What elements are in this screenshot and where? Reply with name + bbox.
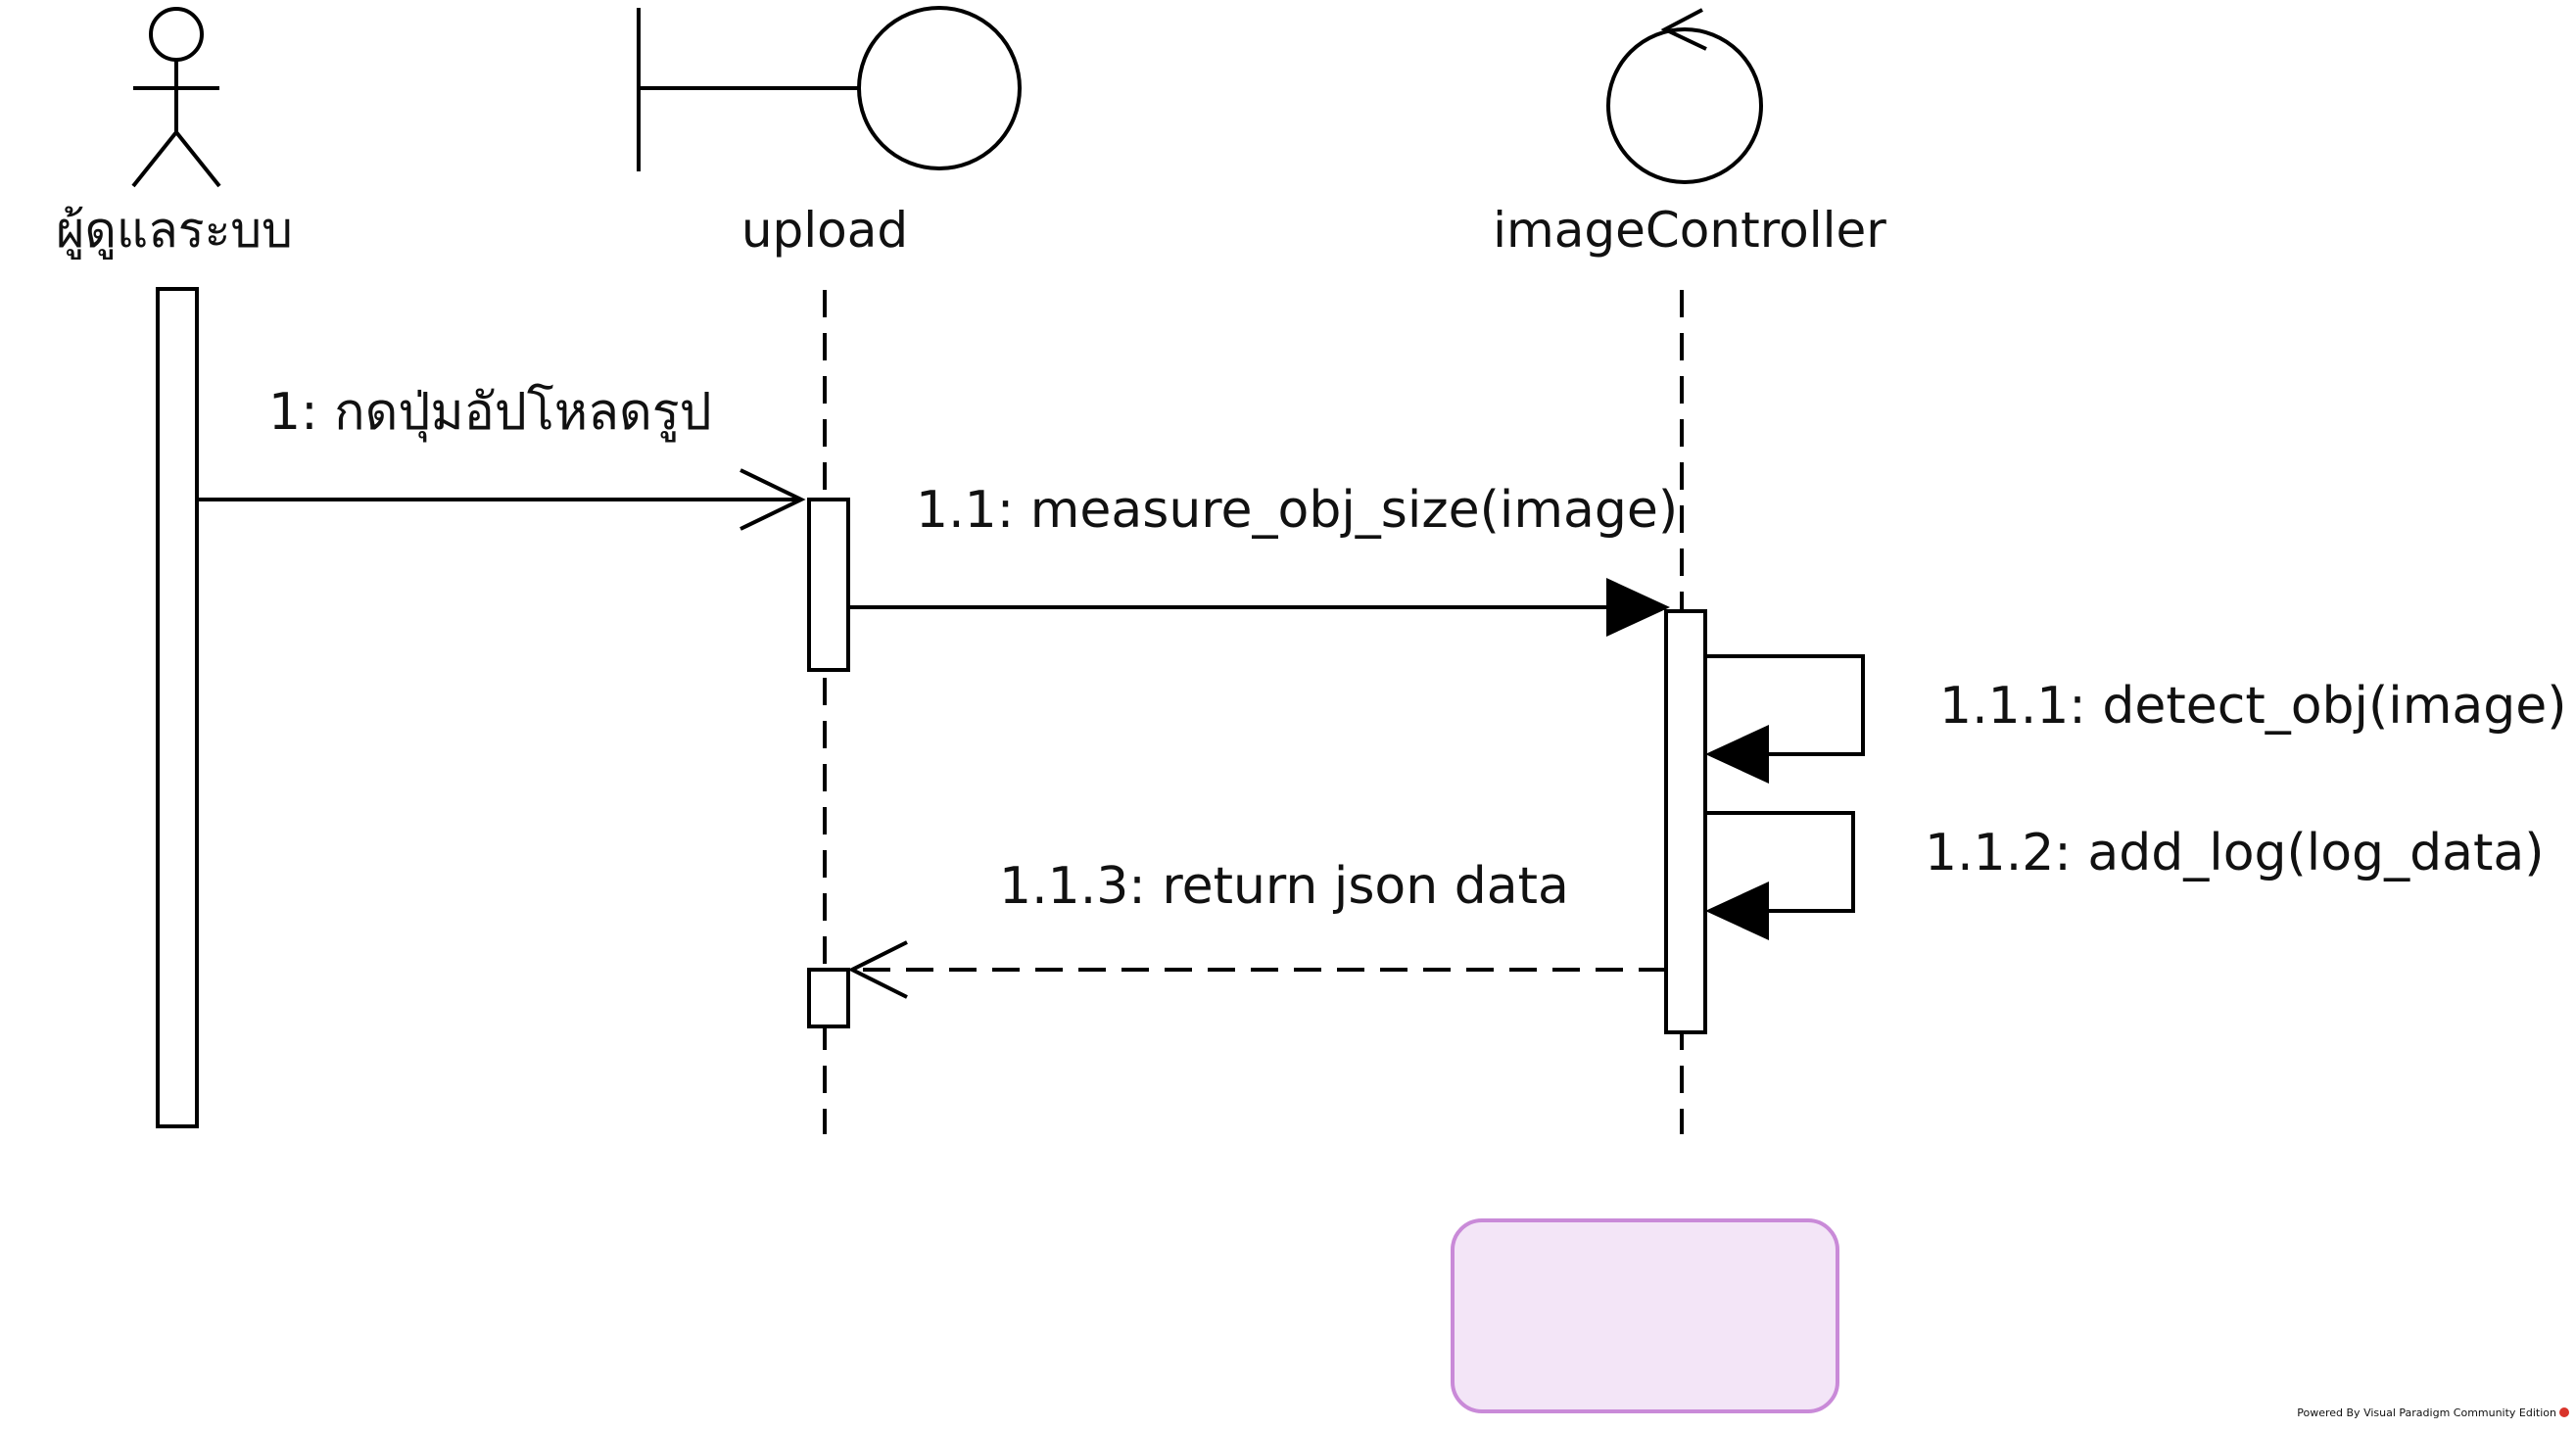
self-call-path	[1705, 654, 1865, 756]
filled-arrowhead	[1606, 578, 1670, 637]
message-1-1-1[interactable]: 1.1.1: detect_obj(image)	[1705, 654, 2567, 784]
note-box[interactable]	[1451, 1218, 1839, 1413]
watermark-logo-icon	[2559, 1407, 2569, 1417]
actor-leg-left	[131, 130, 178, 188]
open-arrowhead	[847, 940, 908, 999]
control-imagecontroller[interactable]: imageController	[1493, 8, 1886, 259]
actor-head	[149, 7, 204, 62]
message-1-1-3[interactable]: 1.1.3: return json data	[847, 857, 1666, 999]
boundary-circle	[857, 6, 1022, 170]
activation-upload-2	[807, 968, 850, 1028]
self-call-path	[1705, 811, 1855, 913]
control-arrowhead	[1660, 8, 1707, 51]
activation-admin	[156, 287, 199, 1128]
activation-imagecontroller	[1664, 609, 1707, 1034]
control-circle	[1606, 27, 1763, 184]
watermark: Powered By Visual Paradigm Community Edi…	[2297, 1406, 2569, 1419]
message-1-1-2[interactable]: 1.1.2: add_log(log_data)	[1705, 811, 2544, 940]
filled-arrowhead	[1705, 725, 1769, 784]
actor-leg-right	[174, 130, 221, 188]
message-label: 1.1.1: detect_obj(image)	[1939, 677, 2567, 736]
message-label: 1.1.3: return json data	[999, 857, 1569, 916]
watermark-text: Powered By Visual Paradigm Community Edi…	[2297, 1406, 2556, 1419]
participant-label-upload: upload	[741, 202, 908, 259]
message-1[interactable]: 1: กดปุ่มอัปโหลดรูป	[197, 383, 806, 531]
activation-upload-1	[807, 498, 850, 672]
boundary-upload[interactable]: upload	[637, 6, 1022, 259]
open-arrowhead	[739, 468, 806, 531]
message-label: 1: กดปุ่มอัปโหลดรูป	[268, 383, 712, 443]
message-1-1[interactable]: 1.1: measure_obj_size(image)	[848, 481, 1678, 637]
actor-admin[interactable]: ผู้ดูแลระบบ	[56, 7, 293, 260]
participant-label-admin: ผู้ดูแลระบบ	[56, 202, 293, 260]
message-label: 1.1.2: add_log(log_data)	[1925, 824, 2544, 882]
message-label: 1.1: measure_obj_size(image)	[916, 481, 1678, 540]
filled-arrowhead	[1705, 882, 1769, 940]
participant-label-imagecontroller: imageController	[1493, 202, 1886, 259]
